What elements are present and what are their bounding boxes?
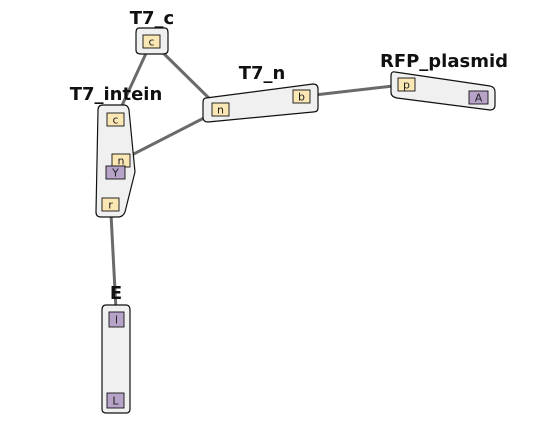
site-e-capital-l[interactable]: L: [106, 392, 125, 409]
site-box-t7-intein-y: [105, 165, 126, 180]
site-box-rfp-plasmid-a: [468, 90, 489, 105]
molecule-title-t7-intein: T7_intein: [70, 84, 163, 105]
site-t7-n-b[interactable]: b: [292, 89, 311, 104]
site-label-t7-c-c: c: [148, 36, 154, 49]
site-t7-intein-n[interactable]: n: [111, 153, 131, 168]
site-t7-n-n[interactable]: n: [211, 102, 230, 117]
site-t7-intein-c[interactable]: c: [106, 112, 125, 127]
molecule-e: E l L: [101, 283, 131, 414]
site-label-rfp-plasmid-p: p: [403, 79, 410, 92]
site-label-e-capital-l: L: [112, 395, 119, 408]
site-label-e-l: l: [115, 314, 118, 327]
site-box-e-l: [108, 311, 125, 328]
site-label-t7-intein-n: n: [118, 155, 125, 168]
site-box-e-capital-l: [106, 392, 125, 409]
site-box-t7-intein-c: [106, 112, 125, 127]
molecule-body-e[interactable]: [101, 304, 131, 414]
bond-t7-n-b-to-rfp-plasmid-p[interactable]: [300, 83, 408, 98]
molecule-t7-c: T7_c c: [130, 8, 174, 55]
site-label-rfp-plasmid-a: A: [475, 92, 483, 105]
molecule-title-rfp-plasmid: RFP_plasmid: [380, 51, 508, 72]
molecule-title-e: E: [110, 283, 122, 304]
site-box-rfp-plasmid-p: [397, 77, 416, 92]
site-box-t7-c-c: [142, 34, 161, 49]
molecule-title-t7-n: T7_n: [239, 63, 286, 84]
site-t7-c-c[interactable]: c: [142, 34, 161, 49]
site-box-t7-intein-r: [101, 197, 120, 212]
site-box-t7-n-n: [211, 102, 230, 117]
site-label-t7-intein-r: r: [108, 199, 113, 212]
molecule-title-t7-c: T7_c: [130, 8, 174, 29]
site-t7-intein-y[interactable]: Y: [105, 165, 126, 180]
site-rfp-plasmid-p[interactable]: p: [397, 77, 416, 92]
site-box-t7-n-b: [292, 89, 311, 104]
bond-t7-intein-r-to-e-l[interactable]: [109, 203, 118, 321]
site-label-t7-n-n: n: [217, 104, 224, 117]
site-e-l[interactable]: l: [108, 311, 125, 328]
molecule-body-t7-n[interactable]: [202, 83, 319, 123]
site-rfp-plasmid-a[interactable]: A: [468, 90, 489, 105]
site-label-t7-n-b: b: [298, 91, 305, 104]
site-label-t7-intein-y: Y: [111, 167, 119, 180]
molecule-t7-n: T7_n n b: [202, 63, 319, 123]
site-t7-intein-r[interactable]: r: [101, 197, 120, 212]
site-label-t7-intein-c: c: [112, 114, 118, 127]
molecule-rfp-plasmid: RFP_plasmid p A: [380, 51, 508, 111]
molecule-t7-intein: T7_intein c n Y r: [70, 84, 163, 218]
